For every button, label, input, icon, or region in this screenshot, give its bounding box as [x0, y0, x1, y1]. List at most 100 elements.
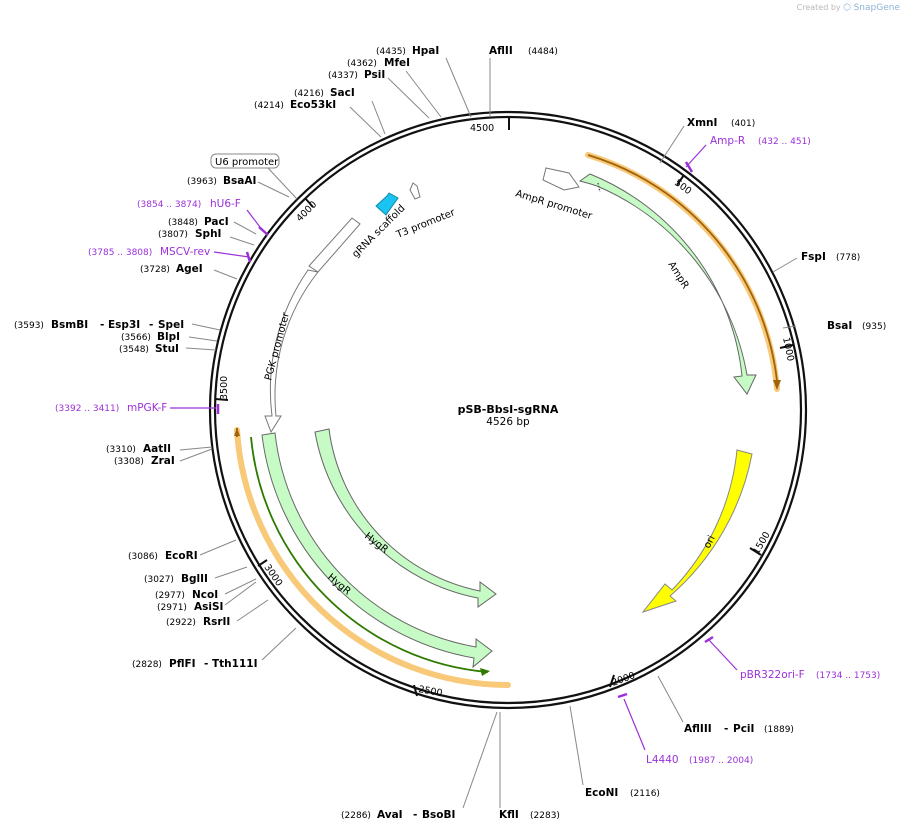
site-ecori[interactable]: (3086) EcoRI — [128, 550, 198, 562]
primer-position: (1734 .. 1753) — [816, 671, 880, 681]
ampr-arrow[interactable] — [578, 173, 757, 395]
site-bglii[interactable]: (3027) BglII — [144, 573, 208, 585]
primer-amp-r[interactable]: Amp-R (432 .. 451) — [710, 135, 811, 147]
site-name-separator: - — [413, 809, 417, 821]
site-position: (4362) — [347, 59, 377, 69]
t3-promoter-arrow[interactable] — [409, 182, 421, 200]
primer-position: (1987 .. 2004) — [689, 756, 753, 766]
primer-pbr322ori-f[interactable]: pBR322ori-F (1734 .. 1753) — [740, 669, 880, 681]
site-name: AflII — [489, 45, 513, 57]
u6-promoter-callout[interactable]: U6 promoter — [210, 153, 298, 200]
site-name: FspI — [801, 251, 826, 263]
site-position: (2116) — [630, 789, 660, 799]
site-avai-bsobi[interactable]: (2286) AvaI - BsoBI — [341, 809, 455, 821]
site-position: (4435) — [376, 47, 406, 57]
site-name-2: BsoBI — [422, 809, 455, 821]
site-name-separator: - — [100, 319, 104, 331]
hygr-orf-arrowhead — [480, 668, 490, 676]
site-bsaai[interactable]: (3963) BsaAI — [187, 175, 256, 187]
primer-mpgk-f[interactable]: (3392 .. 3411) mPGK-F — [55, 402, 167, 414]
site-aatii[interactable]: (3310) AatII — [106, 443, 171, 455]
site-pflfi-tth111i[interactable]: (2828) PflFI - Tth111I — [132, 658, 257, 670]
ori-label: ori — [702, 534, 718, 551]
site-asisi[interactable]: (2971) AsiSI — [157, 601, 223, 613]
site-name-2: Tth111I — [212, 658, 257, 670]
site-xmni[interactable]: XmnI (401) — [687, 117, 755, 129]
site-agei[interactable]: (3728) AgeI — [140, 263, 203, 275]
site-kfli[interactable]: KflI (2283) — [499, 809, 560, 821]
primer-hu6-f[interactable]: (3854 .. 3874) hU6-F — [137, 198, 241, 210]
site-position: (3548) — [119, 345, 149, 355]
site-saci[interactable]: (4216) SacI — [294, 87, 355, 99]
site-rsrii[interactable]: (2922) RsrII — [166, 616, 230, 628]
credit-prefix: Created by — [796, 3, 841, 12]
primer-l4440[interactable]: L4440 (1987 .. 2004) — [646, 754, 753, 766]
site-fspi[interactable]: FspI (778) — [801, 251, 860, 263]
site-name: EcoRI — [165, 550, 198, 562]
pgk-upstream-segment — [308, 217, 361, 273]
snapgene-logo-icon: ⬡ — [843, 3, 852, 13]
site-name: StuI — [155, 343, 179, 355]
site-eco53ki[interactable]: (4214) Eco53kI — [254, 99, 336, 111]
site-name-separator: - — [204, 658, 208, 670]
site-afliii-pcii[interactable]: AflIII - PciI (1889) — [684, 723, 794, 735]
ori-arrow[interactable] — [641, 449, 753, 614]
ampr-promoter-arrow[interactable] — [542, 167, 580, 191]
primer-name: hU6-F — [210, 198, 241, 210]
pgk-promoter-arrow[interactable] — [264, 269, 319, 434]
tick-label-3500: 3500 — [219, 376, 230, 400]
hygr-orf-highlight — [234, 427, 511, 688]
site-name-separator: - — [724, 723, 728, 735]
site-name: PsiI — [364, 69, 385, 81]
site-name: HpaI — [412, 45, 439, 57]
site-position: (3593) — [14, 321, 44, 331]
site-blpi[interactable]: (3566) BlpI — [121, 331, 180, 343]
site-hpai[interactable]: (4435) HpaI — [376, 45, 439, 57]
hygr-highlight-arrowhead — [234, 428, 240, 436]
site-name: AsiSI — [194, 601, 223, 613]
site-bsai[interactable]: BsaI (935) — [827, 320, 886, 332]
site-position: (4214) — [254, 101, 284, 111]
site-zrai[interactable]: (3308) ZraI — [114, 455, 175, 467]
hygr-inner-arrow[interactable] — [314, 428, 497, 608]
primer-position: (432 .. 451) — [758, 137, 811, 147]
site-name: BsaAI — [223, 175, 256, 187]
primer-name: mPGK-F — [127, 402, 167, 414]
site-name: SacI — [330, 87, 355, 99]
site-psii[interactable]: (4337) PsiI — [328, 69, 385, 81]
site-position: (2922) — [166, 618, 196, 628]
ampr-orf-line — [587, 154, 778, 382]
site-stui[interactable]: (3548) StuI — [119, 343, 179, 355]
site-sphi[interactable]: (3807) SphI — [158, 228, 221, 240]
site-name: SphI — [195, 228, 221, 240]
site-name-3: SpeI — [158, 319, 184, 331]
site-paci[interactable]: (3848) PacI — [168, 216, 229, 228]
primer-name: MSCV-rev — [160, 246, 210, 258]
primer-mscv-rev[interactable]: (3785 .. 3808) MSCV-rev — [88, 246, 210, 258]
ampr-label: AmpR — [665, 260, 690, 291]
snapgene-credit: Created by ⬡ SnapGene — [797, 3, 900, 13]
restriction-sites: AflII (4484) (4435) HpaI (4362) MfeI (43… — [14, 45, 886, 821]
ampr-promoter-label: AmpR promoter — [514, 188, 594, 222]
site-position: (2828) — [132, 660, 162, 670]
site-econi[interactable]: EcoNI (2116) — [585, 787, 660, 799]
primer-position: (3854 .. 3874) — [137, 200, 201, 210]
site-position: (935) — [862, 322, 886, 332]
site-name: BlpI — [157, 331, 180, 343]
ampr-orf-arrowhead — [773, 380, 781, 390]
site-ncoi[interactable]: (2977) NcoI — [155, 589, 218, 601]
site-position: (778) — [836, 253, 860, 263]
site-name-2: PciI — [733, 723, 754, 735]
site-name: PflFI — [169, 658, 196, 670]
grna-scaffold-arrow[interactable] — [375, 192, 399, 216]
site-mfei[interactable]: (4362) MfeI — [347, 57, 410, 69]
site-position: (3308) — [114, 457, 144, 467]
site-aflii[interactable]: AflII (4484) — [489, 45, 558, 57]
site-name: BsmBI — [51, 319, 88, 331]
site-bsmbi-esp3i-spei[interactable]: (3593) BsmBI - Esp3I - SpeI — [14, 319, 184, 331]
hygr-outer-arrow[interactable] — [261, 432, 493, 669]
site-position: (3310) — [106, 445, 136, 455]
site-position: (2971) — [157, 603, 187, 613]
primers: Amp-R (432 .. 451) (3854 .. 3874) hU6-F … — [55, 135, 880, 766]
